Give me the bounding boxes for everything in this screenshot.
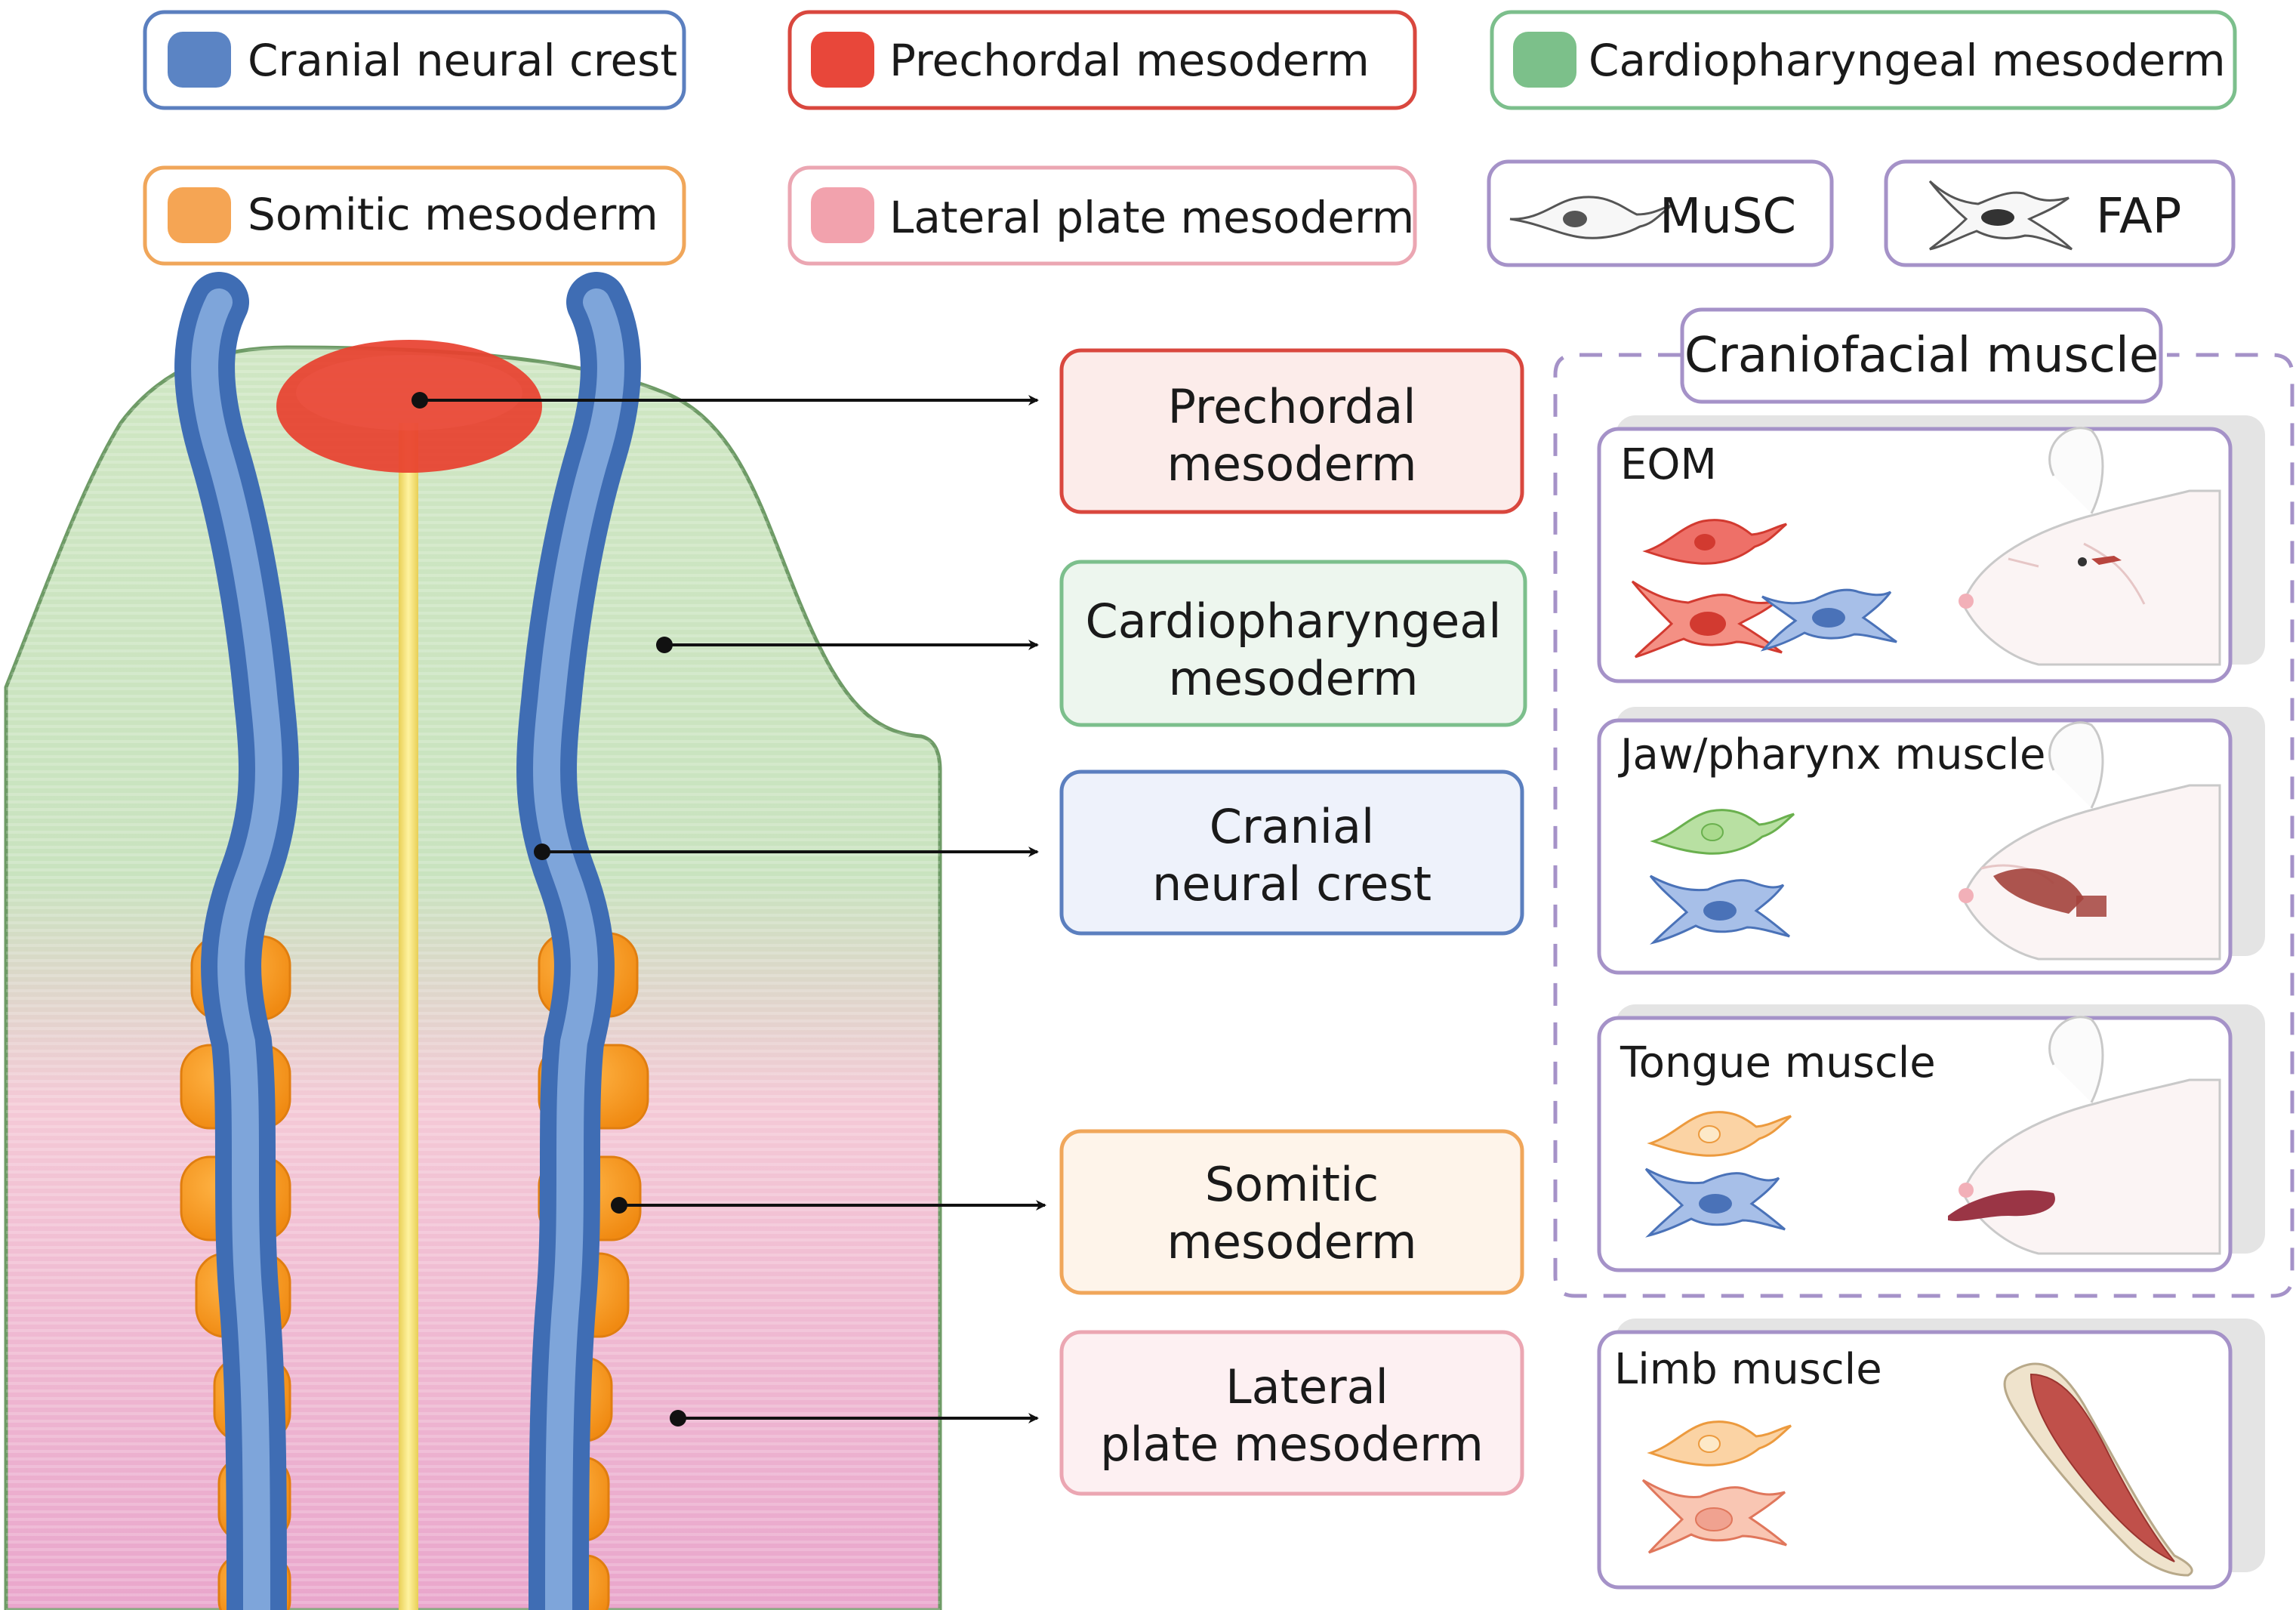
swatch-prechordal-mesoderm	[811, 32, 874, 88]
mouse-head-icon	[1948, 1016, 2221, 1255]
swatch-cardiopharyngeal-mesoderm	[1513, 32, 1576, 88]
swatch-lateral-plate-mesoderm	[811, 187, 874, 243]
origin-label-line: mesoderm	[1166, 1214, 1416, 1269]
legend-label: Cardiopharyngeal mesoderm	[1589, 35, 2226, 86]
legend-label: MuSC	[1660, 189, 1796, 245]
legend-fap: FAP	[1884, 159, 2236, 267]
fap-cell-icon	[1928, 180, 2073, 251]
origin-label-line: Somitic	[1205, 1157, 1379, 1212]
prechordal-mesoderm-region	[276, 340, 542, 473]
legend-musc: MuSC	[1487, 159, 1834, 267]
panel-title: EOM	[1620, 440, 1717, 489]
legend-lateral-plate-mesoderm: Lateral plate mesoderm	[787, 165, 1417, 266]
legend-label: FAP	[2096, 189, 2181, 245]
panel-limb-muscle: Limb muscle	[1597, 1319, 2265, 1590]
origin-label-line: Cardiopharyngeal	[1085, 594, 1501, 649]
origin-label-line: Lateral	[1225, 1359, 1388, 1414]
origin-box-lateral-plate: Lateral plate mesoderm	[1059, 1330, 1524, 1496]
origin-label-line: neural crest	[1152, 856, 1432, 911]
fap-cell-icon	[1760, 588, 1897, 652]
origin-label-line: Prechordal	[1168, 379, 1416, 434]
panel-jaw-pharynx: Jaw/pharynx muscle	[1597, 707, 2265, 975]
limb-muscle-icon	[2003, 1362, 2193, 1577]
craniofacial-title-box	[1680, 307, 2163, 404]
legend-label: Prechordal mesoderm	[889, 35, 1370, 86]
origin-label-line: mesoderm	[1166, 436, 1416, 492]
pointer-arrows	[411, 392, 1046, 1426]
legend-cardiopharyngeal-mesoderm: Cardiopharyngeal mesoderm	[1490, 10, 2237, 110]
musc-cell-icon	[1647, 1420, 1792, 1467]
mouse-head-icon	[1959, 721, 2221, 961]
panel-title: Limb muscle	[1614, 1345, 1882, 1394]
legend-label: Cranial neural crest	[248, 35, 677, 86]
musc-cell-icon	[1642, 519, 1787, 565]
fap-cell-icon	[1649, 874, 1790, 945]
legend-label: Lateral plate mesoderm	[889, 192, 1414, 243]
legend-label: Somitic mesoderm	[248, 189, 658, 240]
origin-box-cranial-neural-crest: Cranial neural crest	[1059, 770, 1524, 936]
notochord	[399, 423, 418, 1610]
mouse-head-icon	[1959, 427, 2221, 666]
origin-label-line: plate mesoderm	[1100, 1417, 1484, 1472]
panel-eom: EOM	[1597, 415, 2265, 683]
swatch-somitic-mesoderm	[168, 187, 231, 243]
fap-cell-icon	[1641, 1479, 1787, 1554]
panel-tongue: Tongue muscle	[1597, 1004, 2265, 1272]
swatch-cranial-neural-crest	[168, 32, 231, 88]
legend-somitic-mesoderm: Somitic mesoderm	[143, 165, 686, 266]
legend-cranial-neural-crest: Cranial neural crest	[143, 10, 686, 110]
panel-title: Jaw/pharynx muscle	[1618, 730, 2045, 779]
fap-cell-icon	[1631, 580, 1783, 658]
legend-prechordal-mesoderm: Prechordal mesoderm	[787, 10, 1417, 110]
embryo-illustration	[4, 272, 942, 1610]
origin-label-line: Cranial	[1210, 799, 1375, 854]
musc-cell-icon	[1650, 809, 1795, 855]
craniofacial-title: Craniofacial muscle	[1684, 328, 2159, 384]
fap-cell-icon	[1644, 1167, 1786, 1238]
origin-box-somitic: Somitic mesoderm	[1059, 1129, 1524, 1295]
origin-label-line: mesoderm	[1168, 651, 1418, 706]
origin-box-prechordal: Prechordal mesoderm	[1059, 348, 1524, 514]
origin-box-cardiopharyngeal: Cardiopharyngeal mesoderm	[1059, 560, 1527, 727]
panel-title: Tongue muscle	[1620, 1038, 1936, 1087]
craniofacial-muscle-group: Craniofacial muscle EOM	[1553, 307, 2294, 1298]
musc-cell-icon	[1509, 196, 1672, 239]
musc-cell-icon	[1647, 1111, 1792, 1157]
